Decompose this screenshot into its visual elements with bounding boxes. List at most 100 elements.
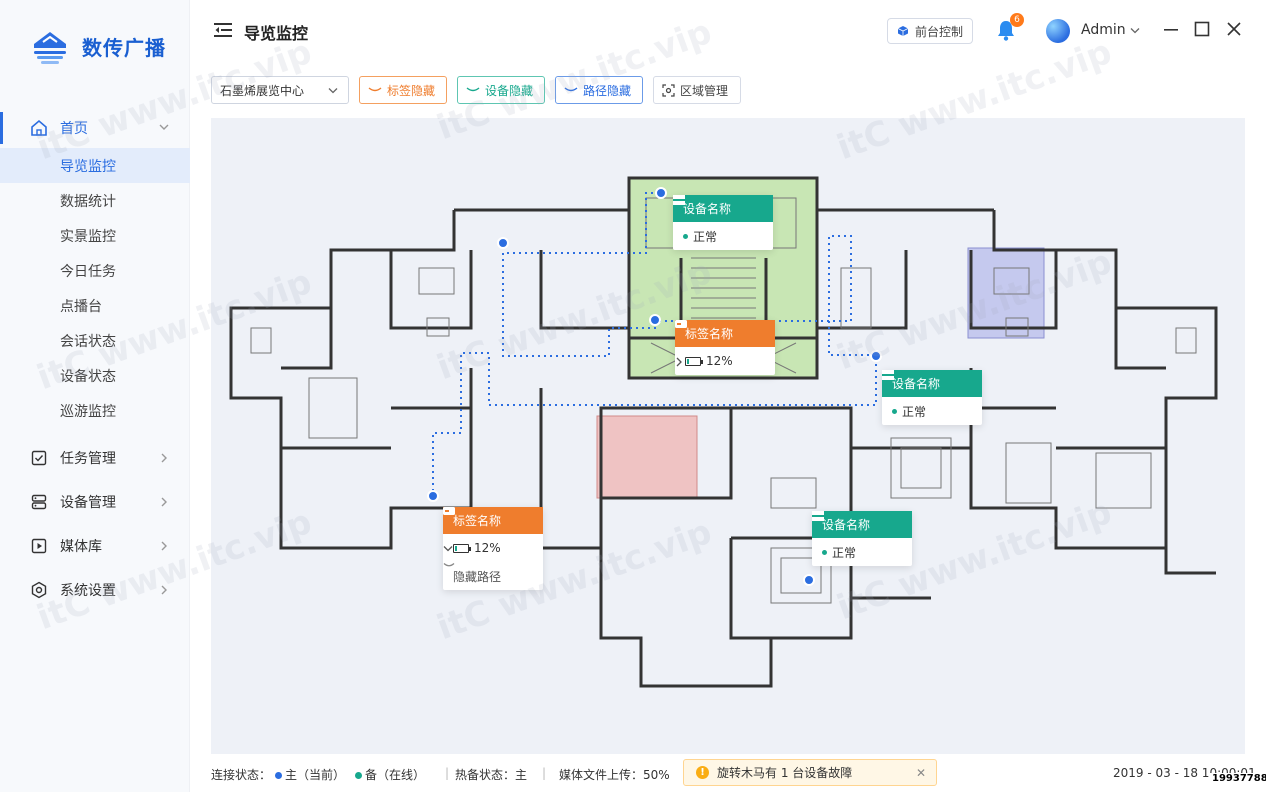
furniture — [250, 197, 1197, 604]
chevron-down-icon[interactable] — [1130, 27, 1140, 35]
sidebar-item-label: 首页 — [60, 121, 88, 137]
chevron-right-icon — [161, 453, 167, 463]
area-manage-label: 区域管理 — [680, 83, 729, 98]
tag-hide-button[interactable]: 标签隐藏 — [359, 76, 447, 104]
tag-popup-title: 标签名称 — [453, 514, 502, 528]
sidebar-subitem-statistics[interactable]: 数据统计 — [60, 193, 116, 210]
sidebar-subitem-device-status[interactable]: 设备状态 — [60, 368, 116, 385]
tag-icon — [443, 507, 455, 515]
device-status: 正常 — [902, 404, 927, 419]
device-icon — [673, 195, 685, 205]
eye-closed-icon — [466, 87, 480, 92]
sidebar-item-label: 任务管理 — [60, 451, 116, 467]
bell-icon[interactable] — [996, 18, 1016, 42]
location-dot — [803, 574, 815, 586]
eye-closed-icon — [443, 562, 455, 567]
chevron-down-icon — [328, 88, 338, 94]
battery-icon — [685, 356, 703, 366]
sidebar-item-tasks[interactable]: 任务管理 — [0, 436, 190, 480]
chevron-down-icon[interactable] — [443, 545, 453, 553]
floor-plan-map[interactable]: 设备名称 正常 标签名称 12% 设备名称 正常 — [211, 118, 1245, 754]
sidebar-subitem-sessions[interactable]: 会话状态 — [60, 333, 116, 350]
page-title: 导览监控 — [244, 24, 309, 43]
media-icon — [30, 537, 48, 555]
alert-message: 旋转木马有 1 台设备故障 — [717, 766, 853, 780]
sidebar-subitem-overview[interactable]: 导览监控 — [0, 148, 190, 183]
settings-icon — [30, 581, 48, 599]
toolbar: 石墨烯展览中心 标签隐藏 设备隐藏 路径隐藏 区域管理 — [211, 76, 741, 104]
maximize-icon[interactable] — [1193, 20, 1211, 38]
close-icon[interactable] — [1225, 20, 1243, 38]
device-popup-header: 设备名称 — [673, 195, 773, 222]
chevron-right-icon — [161, 497, 167, 507]
tag-popup-title: 标签名称 — [685, 327, 734, 341]
floor-plan — [229, 176, 1218, 688]
device-popup[interactable]: 设备名称 正常 — [812, 511, 912, 566]
device-popup-header: 设备名称 — [882, 370, 982, 397]
device-popup[interactable]: 设备名称 正常 — [673, 195, 773, 250]
location-dot — [427, 490, 439, 502]
close-icon[interactable]: ✕ — [915, 766, 926, 780]
upload-status: 媒体文件上传：50% — [559, 768, 670, 782]
sidebar-nav: 首页 导览监控 数据统计 实景监控 今日任务 点播台 会话状态 设备状态 巡游监… — [0, 108, 190, 612]
user-name[interactable]: Admin — [1081, 22, 1126, 38]
backup-status: 备（在线） — [365, 768, 426, 782]
tag-popup-header: 标签名称 — [443, 507, 543, 534]
sidebar-item-label: 媒体库 — [60, 539, 102, 555]
tag-popup-expanded[interactable]: 标签名称 12% 隐藏路径 — [443, 507, 543, 590]
cube-icon — [897, 26, 909, 36]
device-popup-title: 设备名称 — [822, 518, 871, 532]
device-icon — [812, 511, 824, 521]
status-dot — [822, 549, 827, 555]
status-bar: 连接状态：主（当前）备（在线） | 热备状态：主 | 媒体文件上传：50% ! … — [211, 758, 1266, 788]
sidebar-subitem-patrol[interactable]: 巡游监控 — [60, 403, 116, 420]
device-popup-body: 正常 — [882, 397, 982, 425]
device-popup[interactable]: 设备名称 正常 — [882, 370, 982, 425]
brand-name: 数传广播 — [82, 35, 166, 60]
location-dot — [870, 350, 882, 362]
device-status: 正常 — [832, 545, 857, 560]
path-hide-button[interactable]: 路径隐藏 — [555, 76, 643, 104]
tag-popup-header: 标签名称 — [675, 320, 775, 347]
chevron-right-icon[interactable] — [675, 357, 683, 367]
chevron-right-icon — [161, 541, 167, 551]
device-popup-header: 设备名称 — [812, 511, 912, 538]
sidebar-item-label: 设备管理 — [60, 495, 116, 511]
sidebar-item-media[interactable]: 媒体库 — [0, 524, 190, 568]
battery-fill — [455, 545, 457, 551]
main-status: 主（当前） — [285, 768, 346, 782]
battery-fill — [687, 358, 689, 364]
location-dot — [497, 237, 509, 249]
tag-popup[interactable]: 标签名称 12% — [675, 320, 775, 375]
sidebar-subitem-live[interactable]: 实景监控 — [60, 228, 116, 245]
notification-badge: 6 — [1010, 13, 1024, 27]
hide-path-action[interactable]: 隐藏路径 — [443, 562, 543, 590]
task-icon — [30, 449, 48, 467]
sidebar-subitem-on-demand[interactable]: 点播台 — [60, 298, 102, 315]
tag-popup-body: 12% — [675, 347, 775, 375]
front-control-button[interactable]: 前台控制 — [887, 18, 973, 44]
hide-path-label: 隐藏路径 — [453, 569, 502, 584]
area-manage-button[interactable]: 区域管理 — [653, 76, 741, 104]
status-dot — [275, 772, 283, 779]
device-hide-label: 设备隐藏 — [485, 83, 534, 98]
path-hide-label: 路径隐藏 — [583, 83, 632, 98]
tag-battery: 12% — [706, 354, 733, 368]
logo: 数传广播 — [30, 26, 166, 66]
sidebar-item-settings[interactable]: 系统设置 — [0, 568, 190, 612]
eye-closed-icon — [564, 87, 578, 92]
sidebar: 数传广播 首页 导览监控 数据统计 实景监控 今日任务 点播台 会话状态 设备状… — [0, 0, 190, 792]
sidebar-item-home[interactable]: 首页 — [0, 108, 190, 148]
divider: | — [445, 766, 450, 780]
device-popup-title: 设备名称 — [683, 202, 732, 216]
sidebar-subitem-today-tasks[interactable]: 今日任务 — [60, 263, 116, 280]
location-select[interactable]: 石墨烯展览中心 — [211, 76, 349, 104]
status-dot — [683, 233, 688, 239]
device-status: 正常 — [693, 229, 718, 244]
alert-banner[interactable]: ! 旋转木马有 1 台设备故障 ✕ — [683, 759, 937, 786]
sidebar-item-devices[interactable]: 设备管理 — [0, 480, 190, 524]
minimize-icon[interactable] — [1162, 20, 1180, 38]
device-hide-button[interactable]: 设备隐藏 — [457, 76, 545, 104]
avatar[interactable] — [1046, 19, 1070, 43]
menu-fold-icon[interactable] — [214, 22, 232, 38]
